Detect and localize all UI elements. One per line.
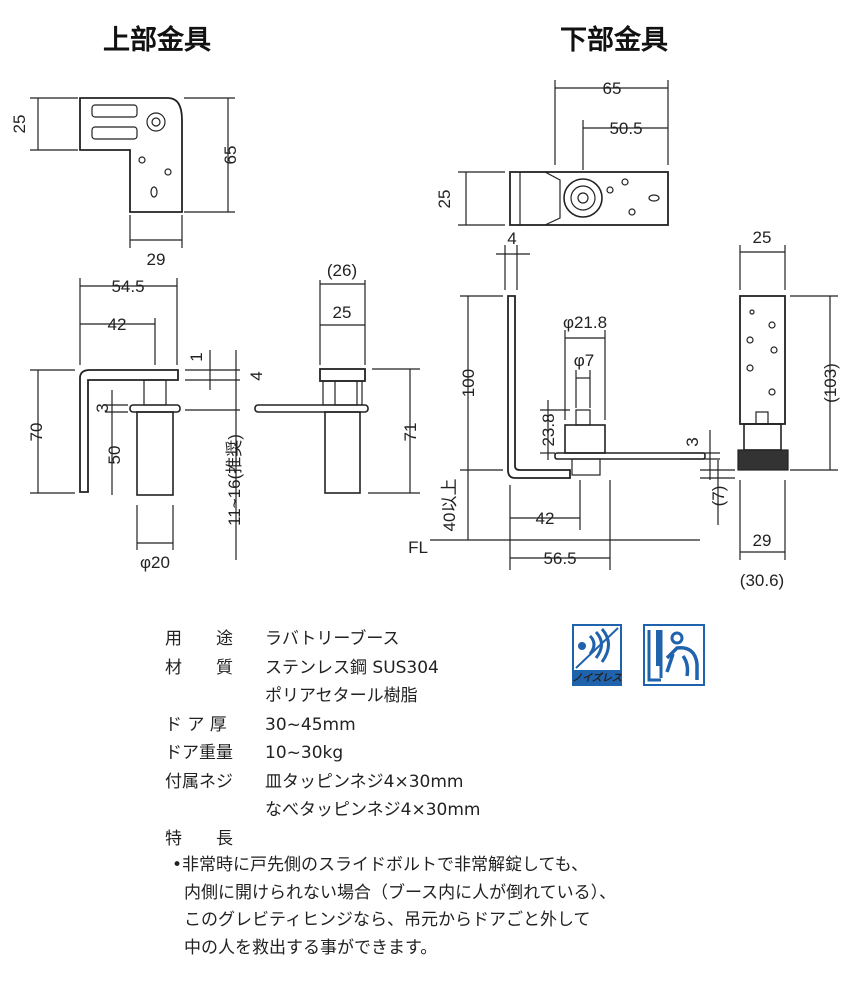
dim-lower-total-w: 56.5 — [543, 549, 576, 568]
noiseless-icon: ノイズレス — [572, 624, 622, 686]
dim-lower-top-axis: 50.5 — [609, 119, 642, 138]
dim-upper-front-w: 25 — [333, 303, 352, 322]
technical-drawing: 25 65 29 54.5 42 70 3 50 1 4 11~16(推奨) — [10, 79, 840, 590]
spec-table: 用 途 ラバトリーブース 材 質 ステンレス鋼 SUS304 ポリアセタール樹脂 ド… — [165, 625, 480, 853]
spec-row: ド ア 厚 30~45mm — [165, 711, 480, 740]
upper-front-view — [254, 280, 420, 494]
dim-lower-floor-clear: 40以上 — [440, 479, 459, 532]
spec-label: ド ア 厚 — [165, 714, 227, 735]
spec-row: 付属ネジ 皿タッピンネジ4×30mm — [165, 768, 480, 797]
spec-value: 10~30kg — [265, 743, 344, 763]
spec-value: ラバトリーブース — [265, 629, 400, 649]
spec-row: ドア重量 10~30kg — [165, 739, 480, 768]
spec-row: 材 質 ステンレス鋼 SUS304 — [165, 654, 480, 683]
dim-upper-door-gap: 11~16(推奨) — [225, 434, 244, 526]
dim-upper-side-w-total: 54.5 — [111, 277, 144, 296]
dim-lower-boss-dia: φ21.8 — [563, 313, 607, 332]
dim-upper-top-gap: 4 — [247, 371, 266, 380]
dim-upper-top-h: 25 — [10, 115, 29, 134]
dim-upper-washer-gap: 3 — [93, 403, 112, 412]
bullet: • — [172, 855, 183, 875]
dim-upper-top-total-h: 65 — [221, 146, 240, 165]
feature-icons: ノイズレス — [572, 624, 705, 686]
upper-side-view — [30, 278, 240, 560]
feature-line: •非常時に戸先側のスライドボルトで非常解錠しても、 — [172, 852, 616, 880]
spec-label — [165, 796, 265, 825]
dim-lower-top-w: 65 — [603, 79, 622, 98]
dim-upper-pin-len: 50 — [105, 446, 124, 465]
spec-value: 30~45mm — [265, 714, 356, 735]
dim-lower-right-w: 29 — [753, 531, 772, 550]
spec-value: ポリアセタール樹脂 — [265, 686, 418, 706]
feature-line: このグレビティヒンジなら、吊元からドアごと外して — [184, 910, 591, 930]
dim-lower-plate-t: 4 — [507, 229, 516, 248]
dim-lower-right-w-outer: (30.6) — [740, 571, 784, 590]
dim-upper-top-w: 29 — [147, 250, 166, 269]
spec-row: 特 長 — [165, 825, 480, 854]
feature-line: 内側に開けられない場合（ブース内に人が倒れている）、 — [184, 882, 617, 903]
feature-line: 中の人を救出する事ができます。 — [184, 937, 438, 958]
dim-upper-side-h: 70 — [27, 423, 46, 442]
lower-right-view — [700, 245, 838, 560]
dim-upper-front-w-outer: (26) — [327, 261, 357, 280]
dim-upper-plate-t: 1 — [187, 352, 206, 361]
dim-upper-side-w-axis: 42 — [108, 315, 127, 334]
dim-lower-right-gap: (7) — [709, 486, 728, 507]
dim-lower-side-h: 100 — [459, 369, 478, 397]
dim-lower-pin-dia: φ7 — [574, 351, 594, 370]
noiseless-label: ノイズレス — [572, 672, 622, 684]
lower-hardware-title: 下部金具 — [560, 25, 668, 56]
features-text: •非常時に戸先側のスライドボルトで非常解錠しても、 内側に開けられない場合（ブー… — [172, 852, 616, 962]
upper-hardware-title: 上部金具 — [103, 25, 211, 56]
dim-upper-front-h: 71 — [401, 423, 420, 442]
dim-upper-pin-dia: φ20 — [140, 553, 170, 572]
spec-label: 材 質 — [165, 657, 233, 678]
lower-side-view — [430, 245, 720, 570]
spec-value: 皿タッピンネジ4×30mm — [265, 771, 464, 792]
spec-label: 特 長 — [165, 828, 233, 849]
lower-top-view — [458, 80, 669, 226]
dim-lower-right-h: (103) — [821, 363, 840, 403]
spec-row: ポリアセタール樹脂 — [165, 682, 480, 711]
spec-value: なべタッピンネジ4×30mm — [265, 800, 481, 820]
feature-line-text: 非常時に戸先側のスライドボルトで非常解錠しても、 — [182, 855, 589, 875]
dim-lower-right-w-top: 25 — [753, 228, 772, 247]
dim-lower-top-h: 25 — [435, 190, 454, 209]
dim-lower-plate-gap: 3 — [683, 437, 702, 446]
rescue-person-icon — [643, 624, 705, 686]
spec-row: なべタッピンネジ4×30mm — [165, 796, 480, 825]
spec-label — [165, 682, 265, 711]
upper-top-view — [30, 97, 235, 248]
spec-value: ステンレス鋼 SUS304 — [265, 657, 439, 678]
floor-line-label: FL — [408, 538, 428, 557]
spec-label: 付属ネジ — [165, 771, 233, 792]
spec-label: ドア重量 — [165, 743, 233, 763]
spec-label: 用 途 — [165, 629, 233, 649]
dim-lower-pin-h: 23.8 — [539, 413, 558, 446]
dim-lower-axis-dist: 42 — [536, 509, 555, 528]
spec-row: 用 途 ラバトリーブース — [165, 625, 480, 654]
